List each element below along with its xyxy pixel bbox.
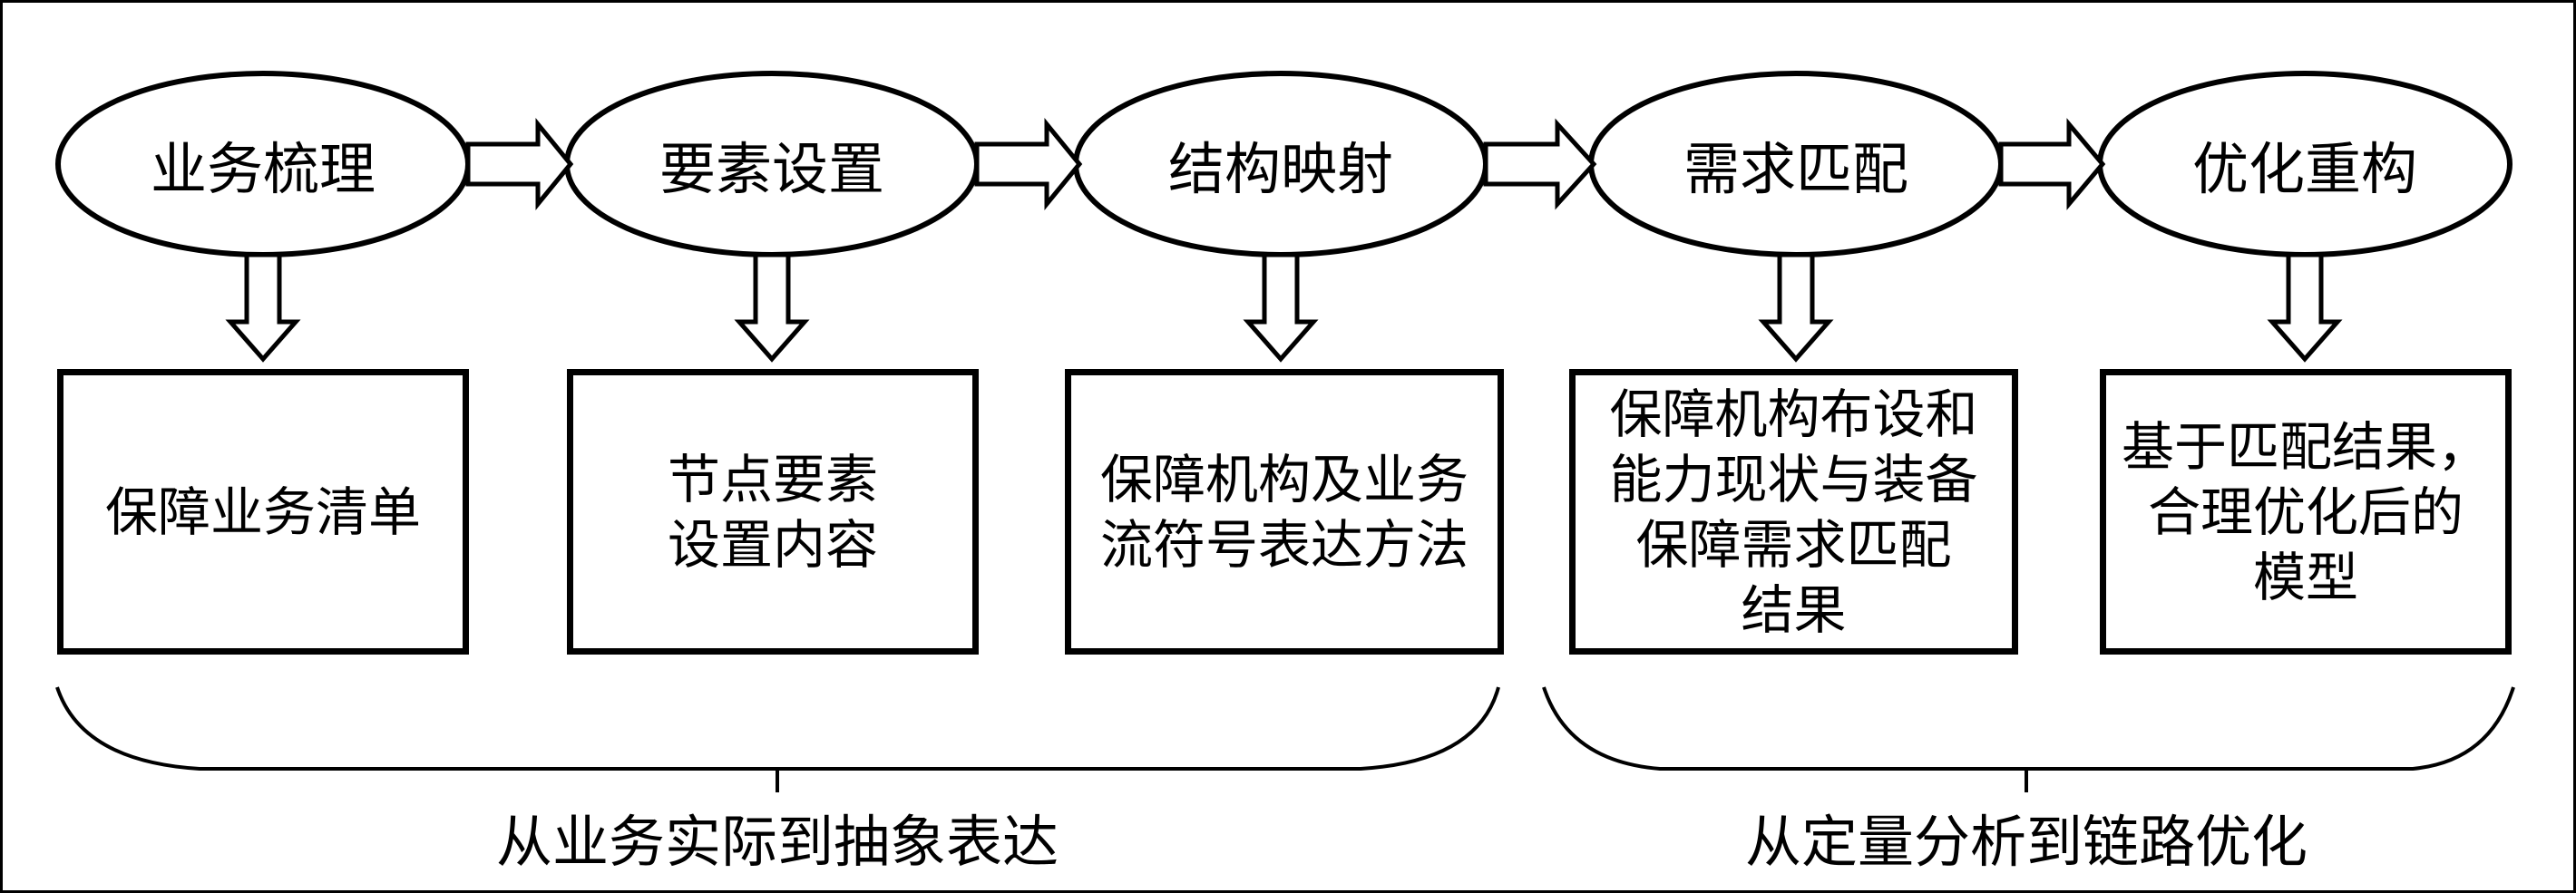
brace-right <box>1542 686 2515 771</box>
output-text-5: 基于匹配结果， 合理优化后的 模型 <box>2121 415 2490 608</box>
phase-label-1: 从业务实际到抽象表达 <box>495 809 1059 875</box>
brace-left <box>55 686 1500 771</box>
output-text-3: 保障机构及业务 流符号表达方法 <box>1099 448 1469 576</box>
right-arrow-icon <box>1998 118 2106 210</box>
output-box-4: 保障机构布设和 能力现状与装备 保障需求匹配 结果 <box>1569 369 2018 655</box>
stage-label-3: 结构映射 <box>1167 136 1393 202</box>
output-text-2: 节点要素 设置内容 <box>667 448 878 576</box>
stage-label-2: 要素设置 <box>659 136 884 202</box>
right-arrow-icon <box>1483 118 1597 210</box>
down-arrow-icon <box>2267 252 2343 363</box>
right-arrow-icon <box>974 117 1083 211</box>
right-arrow-icon <box>465 117 574 211</box>
down-arrow-icon <box>1758 252 1834 363</box>
output-box-1: 保障业务清单 <box>57 369 469 655</box>
output-text-1: 保障业务清单 <box>104 480 421 543</box>
output-box-5: 基于匹配结果， 合理优化后的 模型 <box>2100 369 2512 655</box>
stage-label-4: 需求匹配 <box>1683 136 1908 202</box>
stage-label-1: 业务梳理 <box>150 136 376 202</box>
output-box-2: 节点要素 设置内容 <box>567 369 979 655</box>
stage-label-5: 优化重构 <box>2191 136 2417 202</box>
down-arrow-icon <box>734 252 810 363</box>
down-arrow-icon <box>1243 252 1319 363</box>
output-text-4: 保障机构布设和 能力现状与装备 保障需求匹配 结果 <box>1609 383 1978 641</box>
phase-label-2: 从定量分析到链路优化 <box>1744 809 2308 875</box>
output-box-3: 保障机构及业务 流符号表达方法 <box>1065 369 1504 655</box>
down-arrow-icon <box>225 252 301 363</box>
